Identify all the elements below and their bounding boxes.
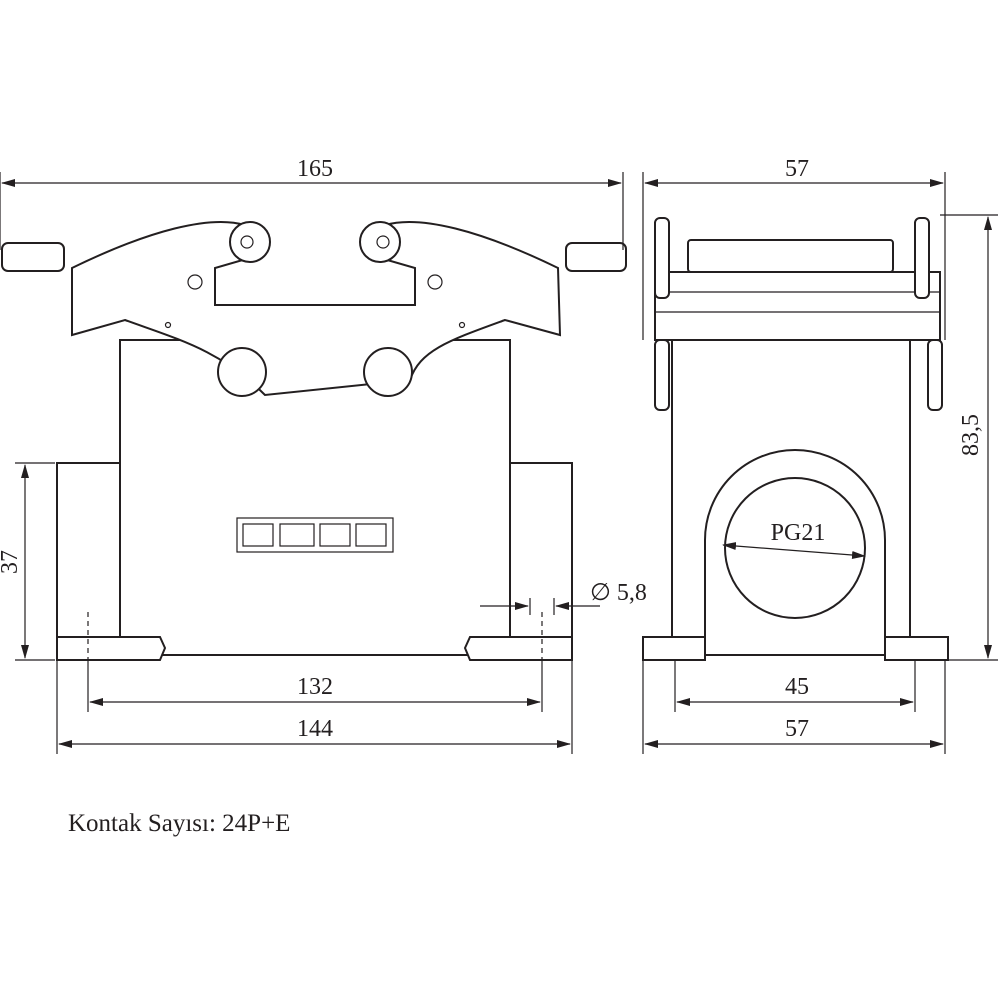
housing-body <box>119 339 511 656</box>
right-handle-grip <box>565 242 627 272</box>
dim-overall-height: 83,5 <box>958 414 984 456</box>
side-right-foot <box>884 636 949 661</box>
side-dimensions: 57 83,5 45 57 <box>642 156 998 754</box>
side-cover <box>687 239 894 273</box>
side-clamp-band <box>654 271 941 341</box>
dim-side-height: 37 <box>0 550 23 574</box>
dim-bottom-width: 57 <box>785 716 809 742</box>
dim-overall-width: 165 <box>297 156 333 182</box>
dim-side-hole-spacing: 45 <box>785 674 809 700</box>
right-foot <box>463 636 573 661</box>
left-foot <box>56 636 167 661</box>
dim-cable-entry: PG21 <box>771 520 826 546</box>
right-side-block <box>509 462 573 656</box>
side-left-foot <box>642 636 706 661</box>
cable-entry-hole <box>724 477 866 619</box>
dim-lower-width: 144 <box>297 716 333 742</box>
front-view <box>1 220 627 661</box>
left-handle-grip <box>1 242 65 272</box>
front-dimensions: 165 37 132 144 ∅ 5,8 <box>0 156 647 754</box>
side-view: PG21 <box>642 217 949 661</box>
contact-count-caption: Kontak Sayısı: 24P+E <box>68 810 291 837</box>
dim-hole-spacing: 132 <box>297 674 333 700</box>
emas-logo <box>236 517 394 553</box>
left-side-block <box>56 462 121 656</box>
dim-hole-diameter: ∅ 5,8 <box>590 580 647 606</box>
dim-top-width: 57 <box>785 156 809 182</box>
